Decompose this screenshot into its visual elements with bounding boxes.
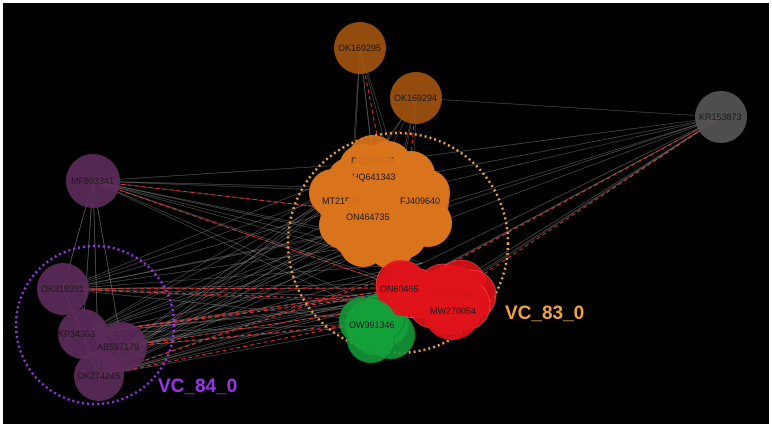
node-mf893341-circle[interactable] [66, 154, 120, 208]
node-hq641343-label: HQ641343 [352, 172, 396, 182]
node-ow991346[interactable]: OW991346 [345, 299, 397, 351]
node-mf893341[interactable]: MF893341 [66, 154, 120, 208]
node-on60465-label: ON60465 [380, 284, 419, 294]
shared-edge-6 [98, 307, 434, 377]
similarity-edge-60 [372, 116, 722, 164]
node-ab597179-label: AB597179 [97, 342, 139, 352]
similarity-edge-70 [462, 116, 722, 284]
node-ok318991[interactable]: OK318991 [37, 263, 89, 315]
shared-edge-13 [98, 272, 404, 377]
similarity-edge-40 [121, 232, 349, 348]
node-ok274245[interactable]: OK274245 [74, 351, 124, 401]
vc-84-0-ring [14, 244, 176, 406]
similarity-edge-53 [98, 242, 384, 377]
node-kp34363[interactable]: KP34363 [58, 309, 108, 359]
similarity-edge-41 [121, 242, 384, 348]
node-mf893341-label: MF893341 [71, 176, 114, 186]
similarity-edge-66 [422, 116, 722, 264]
shared-edge-0 [92, 180, 404, 289]
node-on464735[interactable]: ON464735 [341, 190, 395, 244]
node-on60465-circle[interactable] [377, 262, 431, 316]
vc-84-0-label: VC_84_0 [158, 376, 237, 397]
node-kr153873-circle[interactable] [695, 91, 747, 143]
node-ok169294-label: OK169294 [394, 93, 437, 103]
similarity-edge-4 [92, 180, 349, 234]
node-ok318991-label: OK318991 [41, 284, 84, 294]
node-kr153873-label: KR153873 [699, 112, 742, 122]
vc-83-0-ring [286, 131, 510, 355]
node-mw270054-circle[interactable] [423, 282, 481, 340]
node-ok169294-circle[interactable] [390, 72, 442, 124]
node-ow991346-label: OW991346 [349, 320, 395, 330]
node-mt215167-label: MT215167 [322, 196, 365, 206]
named-nodes: OK169295OK169294KR153873MF893341OK318991… [37, 22, 747, 401]
node-kp34363-label: KP34363 [58, 329, 95, 339]
node-ok318991-circle[interactable] [37, 263, 89, 315]
network-graph: OK169295OK169294KR153873MF893341OK318991… [14, 22, 747, 406]
node-fj409640-label: FJ409640 [400, 196, 440, 206]
shared-edge-8 [451, 116, 722, 296]
node-ok169295-circle[interactable] [334, 22, 386, 74]
similarity-edge-17 [62, 242, 384, 290]
node-mw270054[interactable]: MW270054 [423, 282, 481, 340]
similarity-edge-23 [62, 288, 394, 324]
similarity-edge-62 [397, 116, 722, 194]
similarity-edge-16 [62, 232, 349, 290]
node-ok169295[interactable]: OK169295 [334, 22, 386, 74]
shared-edge-7 [121, 322, 374, 348]
node-ok169295-label: OK169295 [338, 43, 381, 53]
node-fj409640[interactable]: FJ409640 [395, 174, 449, 228]
similarity-edge-87 [92, 180, 123, 348]
similarity-edge-44 [121, 302, 374, 348]
similarity-edge-25 [82, 187, 354, 335]
similarity-edge-37 [121, 187, 354, 348]
cluster-labels: VC_83_0 VC_84_0 [158, 303, 584, 397]
similarity-edge-56 [98, 302, 374, 377]
shared-edge-4 [82, 292, 404, 335]
shared-edge-2 [62, 287, 404, 290]
similarity-edge-28 [82, 232, 349, 335]
node-mw270054-label: MW270054 [430, 306, 476, 316]
node-ow991346-circle[interactable] [345, 299, 397, 351]
vc-83-0-label: VC_83_0 [505, 303, 584, 324]
node-kr153873[interactable]: KR153873 [695, 91, 747, 143]
similarity-edge-42 [121, 262, 424, 348]
cluster-rings [14, 131, 510, 406]
node-on464735-circle[interactable] [341, 190, 395, 244]
similarity-edge-1 [92, 180, 354, 189]
similarity-edge-20 [62, 288, 374, 304]
similarity-edge-109 [415, 97, 722, 118]
node-ok169294[interactable]: OK169294 [390, 72, 442, 124]
node-on464735-label: ON464735 [346, 212, 390, 222]
similarity-edge-18 [62, 262, 424, 290]
similarity-edge-54 [98, 262, 424, 377]
node-ok274245-circle[interactable] [74, 351, 124, 401]
similarity-edge-0 [92, 162, 374, 182]
node-fj409640-circle[interactable] [395, 174, 449, 228]
node-ok274245-label: OK274245 [77, 371, 120, 381]
similarity-edge-99 [92, 180, 123, 348]
similarity-edge-63 [412, 116, 722, 219]
similarity-edge-8 [92, 180, 374, 304]
node-kp34363-circle[interactable] [58, 309, 108, 359]
node-on60465[interactable]: ON60465 [377, 262, 431, 316]
